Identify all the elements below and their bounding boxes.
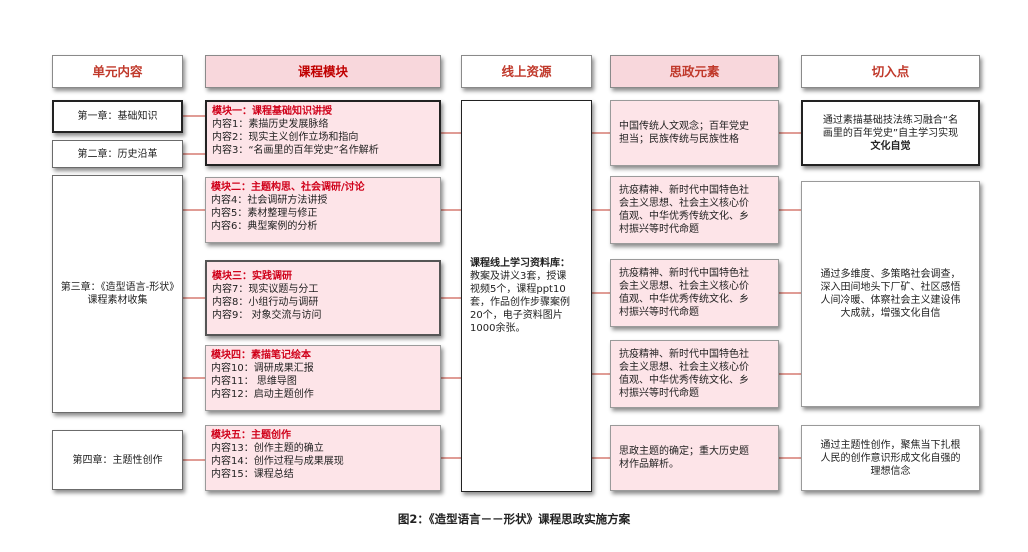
module-item: 内容12：启动主题创作 <box>211 389 314 400</box>
ideology-line: 中国传统人文观念；百年党史 <box>619 121 749 132</box>
ideology-line: 村振兴等时代命题 <box>619 224 699 235</box>
ideology-line: 村振兴等时代命题 <box>619 307 699 318</box>
entry-line: 大成就，增强文化自信 <box>840 308 941 319</box>
ideology-line: 值观、中华优秀传统文化、乡 <box>619 294 749 305</box>
entry-line: 通过主题性创作，聚焦当下扎根 <box>820 439 961 451</box>
module-title: 模块一：课程基础知识讲授 <box>212 106 332 117</box>
resources-line: 1000余张。 <box>470 323 526 334</box>
module-item: 内容6：典型案例的分析 <box>211 221 318 232</box>
resources-line: 20个，电子资料图片 <box>470 310 563 321</box>
module-item: 内容3：“名画里的百年党史”名作解析 <box>212 145 379 156</box>
ideology-line: 会主义思想、社会主义核心价 <box>619 362 749 373</box>
module-title: 模块五：主题创作 <box>211 430 291 441</box>
module-item: 内容1：素描历史发展脉络 <box>212 119 329 130</box>
entry-line: 画里的百年党史”自主学习实现 <box>822 127 959 139</box>
unit-chapter-3: 第三章：《造型语言-形状》课程素材收集 <box>52 175 183 413</box>
resources-line: 套，作品创作步骤案例 <box>470 297 570 308</box>
module-item: 内容5：素材整理与修正 <box>211 208 318 219</box>
header-units: 单元内容 <box>52 55 183 88</box>
module-2: 模块二：主题构思、社会调研/讨论 内容4：社会调研方法讲授 内容5：素材整理与修… <box>205 177 441 243</box>
module-4: 模块四：素描笔记绘本 内容10：调研成果汇报 内容11： 思维导图 内容12：启… <box>205 345 441 411</box>
resources-line: 教案及讲义3套，授课 <box>470 271 567 282</box>
resources-text: 课程线上学习资料库： 教案及讲义3套，授课 视频5个，课程ppt10 套，作品创… <box>470 257 570 335</box>
module-item: 内容15：课程总结 <box>211 469 294 480</box>
ideology-4: 抗疫精神、新时代中国特色社会主义思想、社会主义核心价值观、中华优秀传统文化、乡村… <box>610 340 779 408</box>
ideology-line: 抗疫精神、新时代中国特色社 <box>619 349 749 360</box>
ideology-line: 抗疫精神、新时代中国特色社 <box>619 268 749 279</box>
module-item: 内容13：创作主题的确立 <box>211 443 324 454</box>
entry-line: 深入田间地头下厂矿、社区感悟 <box>820 282 961 293</box>
unit-label: 第三章：《造型语言-形状》课程素材收集 <box>60 282 175 306</box>
unit-label: 第二章：历史沿革 <box>77 148 158 160</box>
module-title: 模块四：素描笔记绘本 <box>211 350 311 361</box>
ideology-line: 村振兴等时代命题 <box>619 388 699 399</box>
entry-3: 通过主题性创作，聚焦当下扎根人民的创作意识形成文化自强的理想信念 <box>801 425 980 491</box>
entry-line: 人间冷暖、体察社会主义建设伟 <box>820 295 961 306</box>
entry-1: 通过素描基础技法练习融合“名画里的百年党史”自主学习实现文化自觉 <box>801 100 980 166</box>
ideology-line: 值观、中华优秀传统文化、乡 <box>619 375 749 386</box>
ideology-5: 思政主题的确定；重大历史题材作品解析。 <box>610 425 779 491</box>
ideology-line: 材作品解析。 <box>619 459 679 470</box>
resources-line: 视频5个，课程ppt10 <box>470 284 566 295</box>
online-resources: 课程线上学习资料库： 教案及讲义3套，授课 视频5个，课程ppt10 套，作品创… <box>461 100 592 492</box>
module-item: 内容11： 思维导图 <box>211 376 297 387</box>
ideology-line: 抗疫精神、新时代中国特色社 <box>619 185 749 196</box>
header-ideology: 思政元素 <box>610 55 779 88</box>
unit-chapter-2: 第二章：历史沿革 <box>52 140 183 168</box>
ideology-2: 抗疫精神、新时代中国特色社会主义思想、社会主义核心价值观、中华优秀传统文化、乡村… <box>610 176 779 244</box>
ideology-1: 中国传统人文观念；百年党史担当；民族传统与民族性格 <box>610 100 779 166</box>
module-item: 内容8：小组行动与调研 <box>212 297 319 308</box>
entry-2: 通过多维度、多策略社会调查， 深入田间地头下厂矿、社区感悟人间冷暖、体察社会主义建… <box>801 181 980 407</box>
header-modules: 课程模块 <box>205 55 441 88</box>
entry-bold: 文化自觉 <box>870 140 911 152</box>
unit-label: 第四章：主题性创作 <box>72 454 163 466</box>
module-item: 内容7：现实议题与分工 <box>212 284 319 295</box>
module-item: 内容10：调研成果汇报 <box>211 363 314 374</box>
ideology-line: 担当；民族传统与民族性格 <box>619 134 739 145</box>
entry-line: 通过素描基础技法练习融合“名 <box>822 114 959 126</box>
module-item: 内容4：社会调研方法讲授 <box>211 195 328 206</box>
module-item: 内容9： 对象交流与访问 <box>212 310 322 321</box>
unit-label: 第一章：基础知识 <box>77 111 158 122</box>
entry-line: 人民的创作意识形成文化自强的 <box>820 452 961 464</box>
figure-caption: 图2：《造型语言－－形状》课程思政实施方案 <box>397 512 631 526</box>
header-entry: 切入点 <box>801 55 980 88</box>
unit-chapter-4: 第四章：主题性创作 <box>52 430 183 490</box>
entry-line: 通过多维度、多策略社会调查， <box>820 269 961 280</box>
entry-line: 理想信念 <box>870 465 911 477</box>
ideology-line: 会主义思想、社会主义核心价 <box>619 281 749 292</box>
module-1: 模块一：课程基础知识讲授 内容1：素描历史发展脉络 内容2：现实主义创作立场和指… <box>205 100 441 166</box>
ideology-line: 思政主题的确定；重大历史题 <box>619 446 749 457</box>
module-item: 内容2：现实主义创作立场和指向 <box>212 132 359 143</box>
unit-chapter-1: 第一章：基础知识 <box>52 100 183 133</box>
header-resources: 线上资源 <box>461 55 592 88</box>
module-title: 模块三：实践调研 <box>212 271 292 282</box>
module-title: 模块二：主题构思、社会调研/讨论 <box>211 182 365 193</box>
ideology-line: 会主义思想、社会主义核心价 <box>619 198 749 209</box>
resources-title: 课程线上学习资料库： <box>470 258 570 269</box>
ideology-3: 抗疫精神、新时代中国特色社会主义思想、社会主义核心价值观、中华优秀传统文化、乡村… <box>610 259 779 327</box>
module-3: 模块三：实践调研 内容7：现实议题与分工 内容8：小组行动与调研 内容9： 对象… <box>205 260 441 336</box>
module-item: 内容14：创作过程与成果展现 <box>211 456 344 467</box>
module-5: 模块五：主题创作 内容13：创作主题的确立 内容14：创作过程与成果展现 内容1… <box>205 425 441 491</box>
ideology-line: 值观、中华优秀传统文化、乡 <box>619 211 749 222</box>
